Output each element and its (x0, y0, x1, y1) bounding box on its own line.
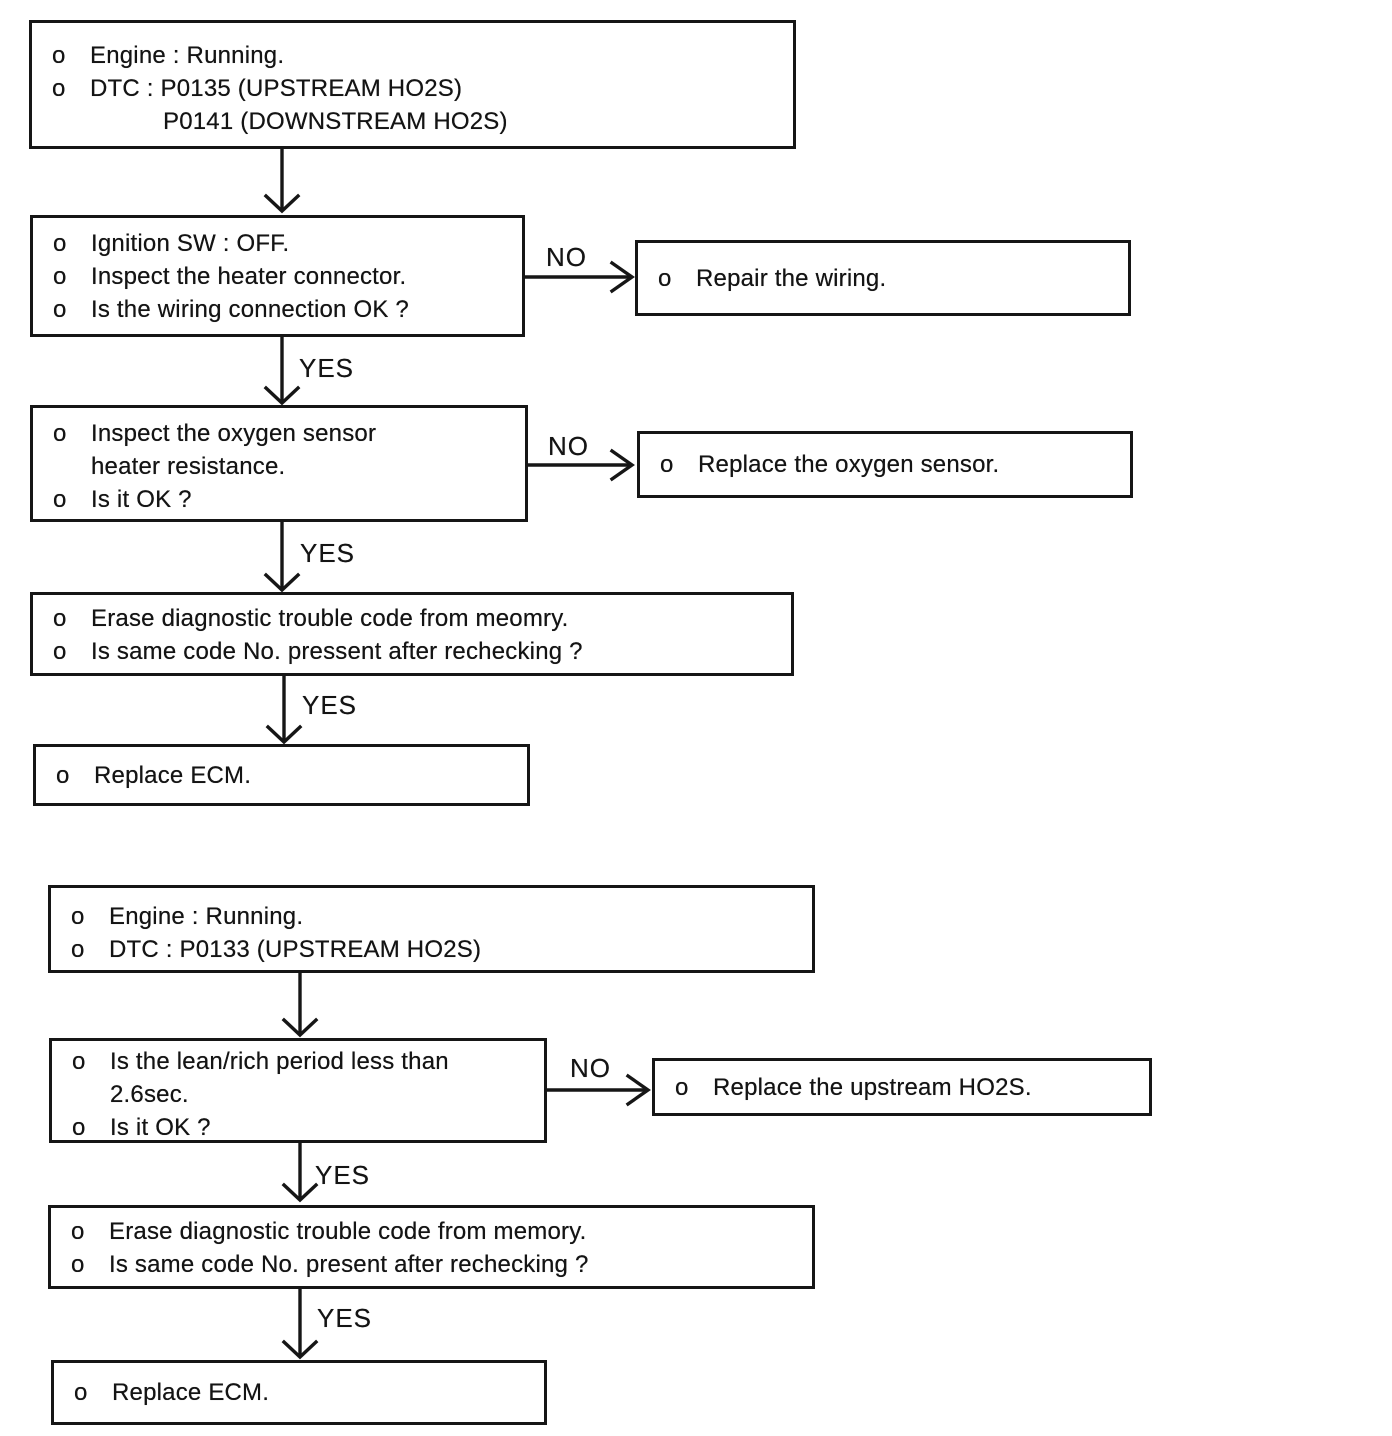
bullet-marker: o (658, 264, 672, 292)
bullet-marker: o (56, 761, 70, 789)
bullet-marker: o (675, 1073, 689, 1101)
bullet-marker: o (72, 1048, 86, 1075)
flow1-start-arrow-down-icon (263, 147, 301, 214)
flow1-replace-ecm-box: o Replace ECM. (33, 744, 530, 806)
flow1-yes-arrow-2-icon (263, 520, 301, 593)
bullet-marker: o (52, 42, 66, 69)
flow1-no-label-1: NO (546, 242, 587, 272)
box-line: o Is it OK ? (72, 1111, 538, 1144)
bullet-marker: o (53, 230, 67, 257)
box-line: o Replace ECM. (74, 1376, 269, 1409)
flow1-repair-wiring-box: o Repair the wiring. (635, 240, 1131, 316)
flow1-replace-sensor-box: o Replace the oxygen sensor. (637, 431, 1133, 498)
box-line: 2.6sec. (110, 1081, 189, 1108)
flow1-yes-label-2: YES (300, 538, 356, 568)
flow1-yes-arrow-1-icon (263, 335, 301, 406)
box-line: o Engine : Running. (52, 39, 787, 72)
flow1-check-heater-box: o Inspect the oxygen sensor heater resis… (30, 405, 528, 522)
box-line: o Is it OK ? (53, 483, 519, 516)
box-line: o Replace ECM. (56, 759, 251, 792)
box-line: o Is same code No. pressent after rechec… (53, 635, 785, 668)
bullet-marker: o (71, 903, 85, 930)
box-line: o Engine : Running. (71, 900, 806, 933)
flow1-check-wiring-box: o Ignition SW : OFF. o Inspect the heate… (30, 215, 525, 337)
flow2-yes-arrow-1-icon (281, 1141, 319, 1203)
flow2-erase-dtc-box: o Erase diagnostic trouble code from mem… (48, 1205, 815, 1289)
flow2-no-label-1: NO (570, 1053, 611, 1083)
flow1-yes-label-1: YES (299, 353, 355, 383)
box-line: o Erase diagnostic trouble code from meo… (53, 602, 785, 635)
flow2-yes-label-1: YES (315, 1160, 371, 1190)
flow2-start-arrow-down-icon (281, 971, 319, 1038)
bullet-marker: o (53, 296, 67, 323)
flow2-replace-ecm-box: o Replace ECM. (51, 1360, 547, 1425)
bullet-marker: o (71, 1218, 85, 1245)
bullet-marker: o (71, 936, 85, 963)
box-line: o Inspect the heater connector. (53, 260, 516, 293)
flow2-start-box: o Engine : Running. o DTC : P0133 (UPSTR… (48, 885, 815, 973)
box-line: o Replace the oxygen sensor. (660, 448, 999, 481)
box-line: o Is same code No. present after recheck… (71, 1248, 806, 1281)
box-line: P0141 (DOWNSTREAM HO2S) (163, 108, 508, 135)
box-line: o DTC : P0133 (UPSTREAM HO2S) (71, 933, 806, 966)
bullet-marker: o (53, 420, 67, 447)
bullet-marker: o (53, 638, 67, 665)
box-line: o Erase diagnostic trouble code from mem… (71, 1215, 806, 1248)
bullet-marker: o (71, 1251, 85, 1278)
bullet-marker: o (53, 263, 67, 290)
box-line: o Repair the wiring. (658, 262, 886, 295)
flow1-no-label-2: NO (548, 431, 589, 461)
box-line: o Is the wiring connection OK ? (53, 293, 516, 326)
bullet-marker: o (52, 75, 66, 102)
flow1-start-box: o Engine : Running. o DTC : P0135 (UPSTR… (29, 20, 796, 149)
bullet-marker: o (72, 1114, 86, 1141)
bullet-marker: o (53, 486, 67, 513)
bullet-marker: o (660, 451, 674, 478)
flow2-check-period-box: o Is the lean/rich period less than 2.6s… (49, 1038, 547, 1143)
flow1-yes-label-3: YES (302, 690, 358, 720)
box-line: heater resistance. (91, 453, 286, 480)
flow1-erase-dtc-box: o Erase diagnostic trouble code from meo… (30, 592, 794, 676)
bullet-marker: o (74, 1379, 88, 1406)
bullet-marker: o (53, 605, 67, 632)
flow1-yes-arrow-3-icon (265, 674, 303, 745)
box-line: o DTC : P0135 (UPSTREAM HO2S) (52, 72, 787, 105)
box-line: o Ignition SW : OFF. (53, 227, 516, 260)
box-line: o Replace the upstream HO2S. (675, 1071, 1032, 1104)
box-line: o Inspect the oxygen sensor (53, 417, 519, 450)
flow2-yes-label-2: YES (317, 1303, 373, 1333)
flow2-replace-upstream-box: o Replace the upstream HO2S. (652, 1058, 1152, 1116)
flow2-yes-arrow-2-icon (281, 1287, 319, 1360)
box-line: o Is the lean/rich period less than (72, 1045, 538, 1078)
